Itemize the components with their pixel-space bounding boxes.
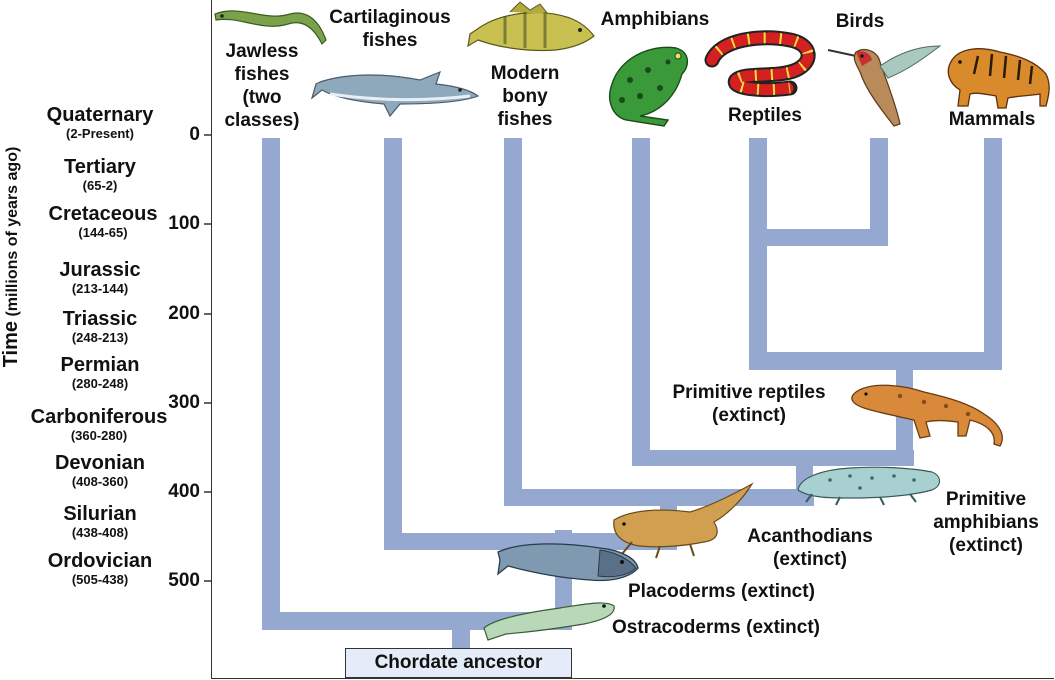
branch-cartilaginous-fishes (384, 138, 402, 550)
shark-icon (312, 72, 478, 116)
label-primitive-reptiles: Primitive reptiles (extinct) (644, 381, 854, 427)
label-line: Modern (465, 62, 585, 85)
label-line: (extinct) (644, 404, 854, 427)
label-line: Primitive reptiles (644, 381, 854, 404)
label-primitive-amphibians: Primitive amphibians (extinct) (926, 488, 1046, 557)
label-mammals: Mammals (930, 108, 1054, 131)
branch-jawless-fishes (262, 138, 280, 630)
label-line: (two (212, 86, 312, 109)
label-line: (extinct) (926, 534, 1046, 557)
label-reptiles: Reptiles (705, 104, 825, 127)
frog-icon (610, 47, 688, 126)
chordate-ancestor-box: Chordate ancestor (345, 648, 572, 678)
branch-split-birds (749, 229, 888, 246)
perch-icon (468, 2, 594, 51)
label-line: Acanthodians (720, 525, 900, 548)
branch-split-mammals (749, 352, 1002, 370)
branch-mammals (984, 138, 1002, 370)
branch-reptiles (749, 138, 767, 370)
label-cartilaginous-fishes: Cartilaginous fishes (305, 6, 475, 52)
label-line: Cartilaginous (305, 6, 475, 29)
label-jawless-fishes: Jawless fishes (two classes) (212, 40, 312, 132)
branch-split-bony (504, 489, 814, 506)
label-modern-bony-fishes: Modern bony fishes (465, 62, 585, 131)
label-line: fishes (305, 29, 475, 52)
label-line: amphibians (926, 511, 1046, 534)
branch-modern-bony-fishes (504, 138, 522, 506)
label-birds: Birds (820, 10, 900, 33)
label-line: (extinct) (720, 548, 900, 571)
axis-ticks (204, 135, 212, 581)
label-line: fishes (465, 108, 585, 131)
label-line: Primitive (926, 488, 1046, 511)
primitive-reptile-icon (852, 385, 1002, 446)
label-line: classes) (212, 109, 312, 132)
label-placoderms: Placoderms (extinct) (628, 580, 815, 603)
label-ostracoderms: Ostracoderms (extinct) (612, 616, 820, 639)
branch-split-amphibians (632, 450, 914, 466)
label-line: bony (465, 85, 585, 108)
label-line: Jawless (212, 40, 312, 63)
ostracoderm-icon (484, 603, 614, 640)
hummingbird-icon (828, 46, 940, 126)
tiger-icon (948, 49, 1049, 108)
label-line: fishes (212, 63, 312, 86)
snake-icon (712, 38, 808, 90)
label-amphibians: Amphibians (580, 8, 730, 31)
primitive-amphibian-icon (798, 467, 940, 505)
label-acanthodians: Acanthodians (extinct) (720, 525, 900, 571)
